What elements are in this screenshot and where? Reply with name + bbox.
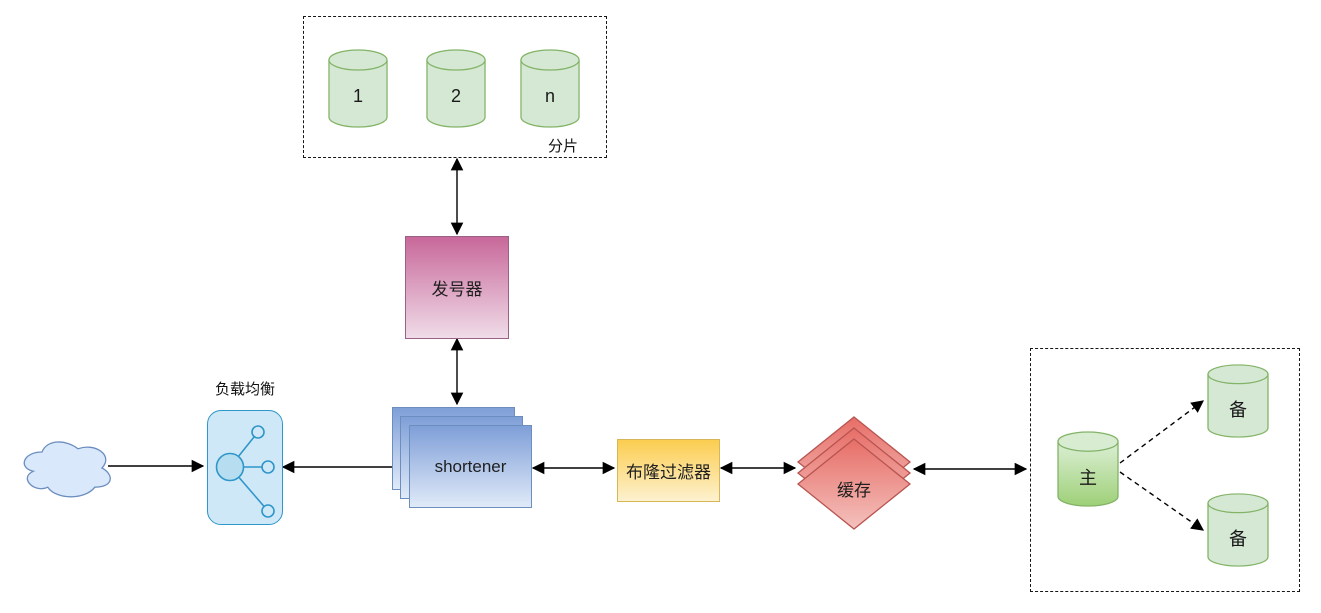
internet-cloud-icon [18,436,114,500]
database-cylinder-icon [426,49,486,128]
shard-db-1-label: 1 [352,86,363,106]
replica-db-bottom-label: 备 [1229,529,1247,549]
cache-label: 缓存 [837,481,871,500]
database-cylinder-icon [520,49,580,128]
issuer-label: 发号器 [431,280,483,299]
shard-group-box: 分片 1 2 n [303,16,607,158]
master-db-label: 主 [1079,468,1097,488]
shard-db-2: 2 [426,49,486,128]
replica-db-top: 备 [1207,364,1269,438]
database-cylinder-icon [1207,493,1269,567]
load-balancer-node [207,410,283,525]
shard-db-n-label: n [544,86,555,106]
cache-node: 缓存 [796,416,912,532]
database-cylinder-icon [328,49,388,128]
db-group-box: 主 备 备 [1030,348,1300,592]
replica-db-bottom: 备 [1207,493,1269,567]
shard-db-2-label: 2 [450,86,461,106]
shortener-node: shortener [409,425,532,508]
database-cylinder-icon [1057,431,1119,507]
master-db: 主 [1057,431,1119,507]
shard-db-n: n [520,49,580,128]
cache-diamond-stack-icon [796,416,912,530]
database-cylinder-icon [1207,364,1269,438]
shortener-label: shortener [434,456,507,476]
replica-db-top-label: 备 [1229,400,1247,420]
load-balancer-icon [215,425,275,518]
shard-db-1: 1 [328,49,388,128]
issuer-node: 发号器 [405,236,509,339]
load-balancer-label: 负载均衡 [214,381,275,398]
bloom-filter-label: 布隆过滤器 [626,463,711,482]
shard-group-label: 分片 [547,138,578,155]
bloom-filter-node: 布隆过滤器 [617,439,720,502]
